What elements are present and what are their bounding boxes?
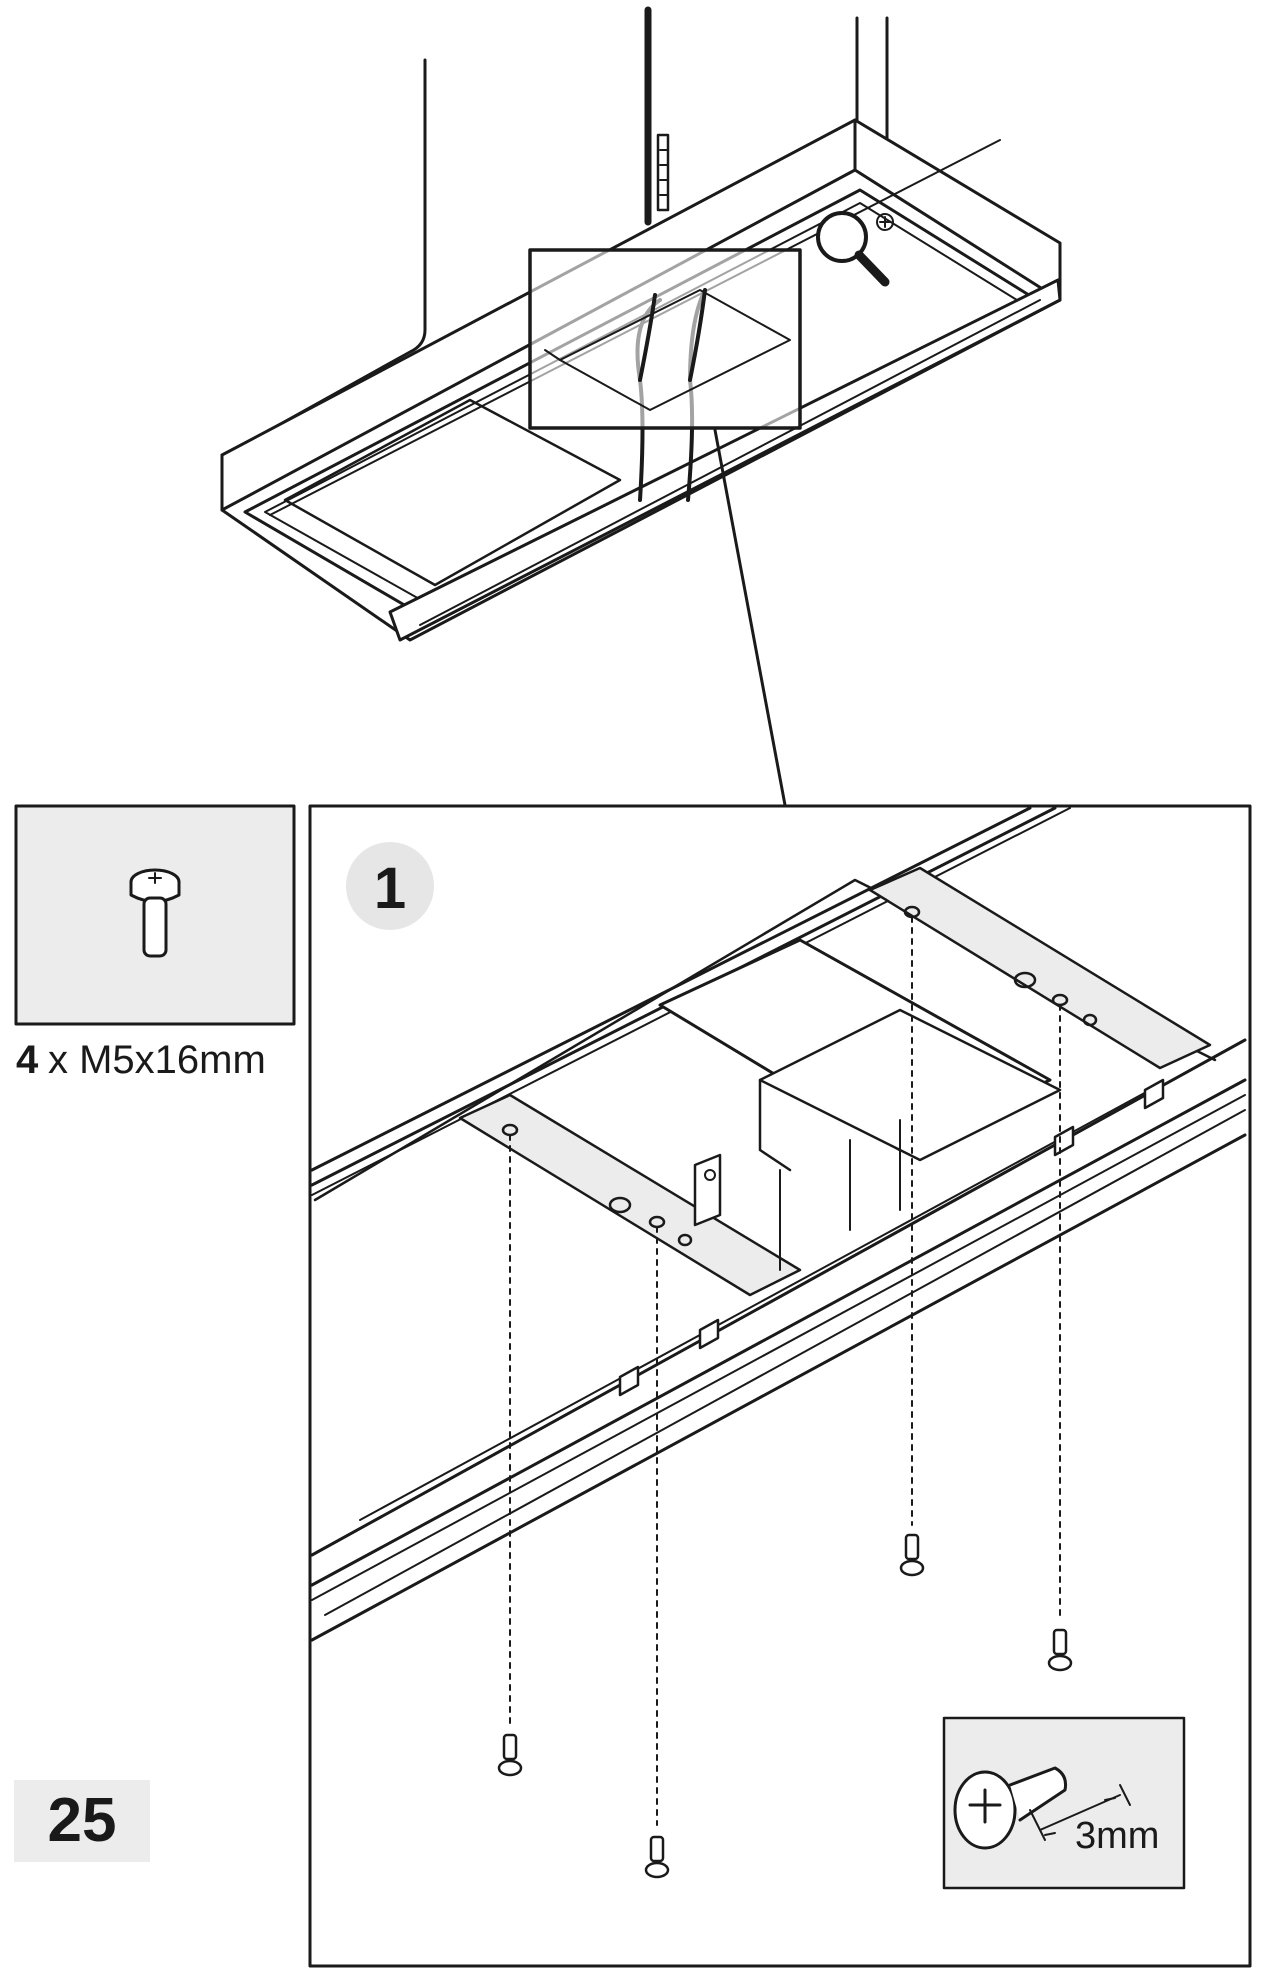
phillips-screw-head-icon [953, 1770, 1017, 1850]
detail-frame [308, 804, 1252, 1968]
screw-detail-inset [942, 1716, 1186, 1890]
magnifier-plus-icon [816, 211, 894, 287]
page-number-badge [14, 1780, 150, 1862]
screw-2 [644, 1835, 670, 1879]
screw-group [497, 1533, 1073, 1879]
screw-specification: x M5x16mm [48, 1038, 266, 1082]
page-number: 25 [47, 1786, 117, 1855]
zoom-region-box [528, 248, 802, 430]
step-badge [346, 842, 434, 930]
step-number: 1 [373, 856, 407, 921]
dimension-label: 3mm [1075, 1815, 1160, 1857]
hood-overview [220, 6, 1062, 807]
screw-quantity: 4 [16, 1038, 39, 1082]
screw-icon [129, 868, 181, 958]
screw-4 [1047, 1628, 1073, 1672]
parts-panel [14, 804, 296, 1026]
screw-3 [899, 1533, 925, 1577]
screw-1 [497, 1733, 523, 1777]
